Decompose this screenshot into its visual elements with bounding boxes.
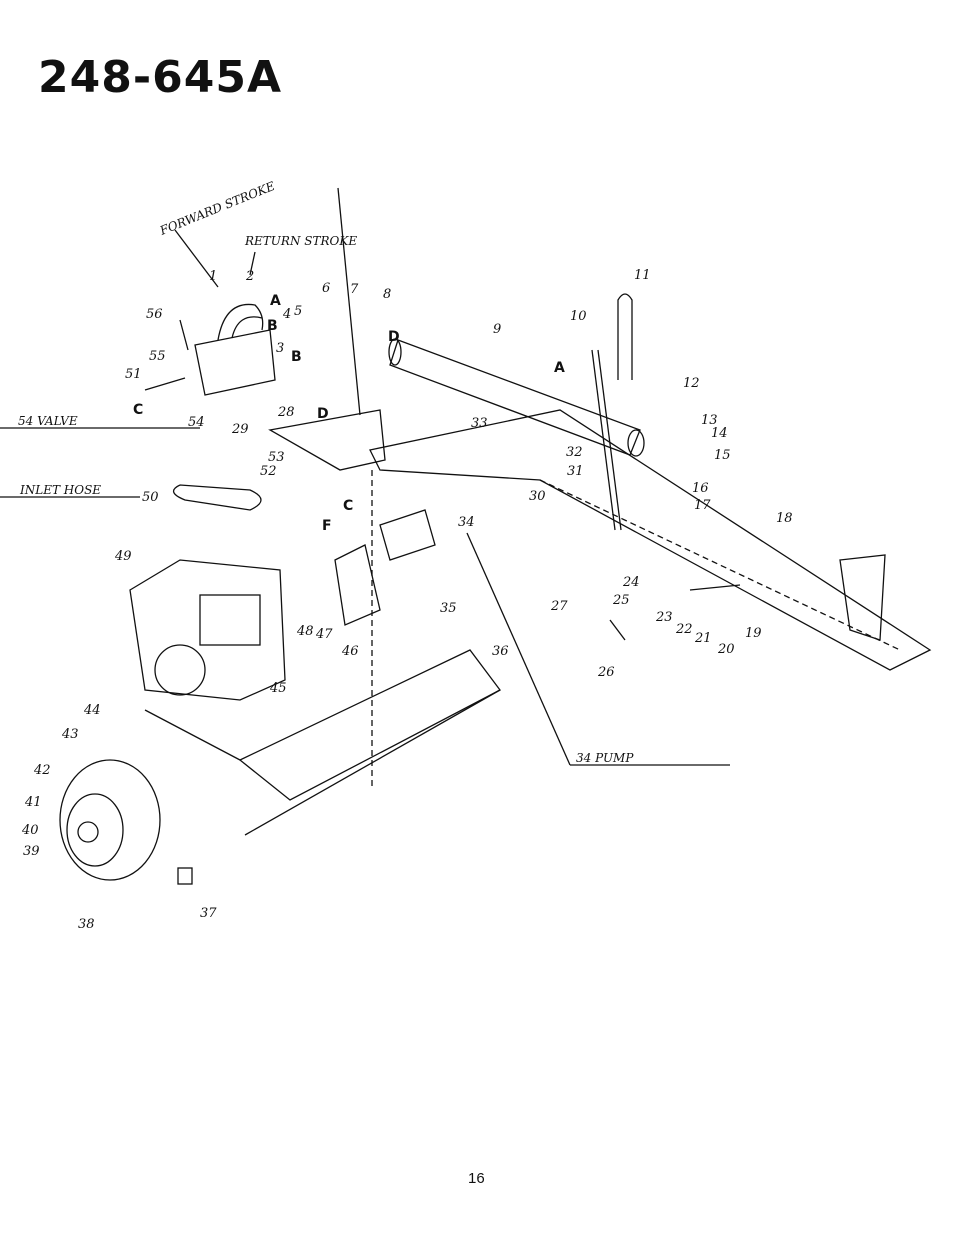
- callout-46: 46: [341, 644, 359, 659]
- callout-44: 44: [83, 703, 101, 718]
- callout-3: 3: [276, 341, 284, 356]
- callout-38: 38: [78, 917, 95, 932]
- callout-23: 23: [655, 610, 673, 625]
- callout-18: 18: [776, 511, 793, 526]
- callout-34: 34: [458, 515, 475, 530]
- callout-52: 52: [260, 464, 277, 479]
- valve-note: 54 VALVE: [18, 414, 78, 428]
- callout-9: 9: [493, 322, 501, 337]
- callout-39: 39: [23, 844, 40, 859]
- callout-51: 51: [125, 367, 142, 382]
- part-callouts: 1 2 3 4 5 6 7 8 9 10 11 12 13 14 15 16 1…: [21, 268, 793, 932]
- callout-54: 54: [188, 415, 205, 430]
- callout-21: 21: [694, 631, 712, 646]
- callout-37: 37: [200, 906, 217, 921]
- callout-12: 12: [683, 376, 700, 391]
- callout-14: 14: [711, 426, 728, 441]
- callout-36: 36: [492, 644, 509, 659]
- callout-43: 43: [61, 727, 79, 742]
- letter-c-2: C: [343, 498, 353, 514]
- callout-26: 26: [597, 665, 615, 680]
- callout-19: 19: [745, 626, 762, 641]
- callout-35: 35: [440, 601, 457, 616]
- letter-b-2: B: [291, 349, 302, 365]
- callout-15: 15: [714, 448, 731, 463]
- pump-note: 34 PUMP: [576, 751, 634, 765]
- callout-7: 7: [350, 282, 359, 297]
- callout-55: 55: [149, 349, 166, 364]
- callout-17: 17: [694, 498, 711, 513]
- letter-a-2: A: [554, 360, 565, 376]
- callout-33: 33: [471, 416, 488, 431]
- callout-2: 2: [245, 269, 254, 284]
- callout-41: 41: [24, 795, 42, 810]
- callout-22: 22: [675, 622, 693, 637]
- callout-56: 56: [146, 307, 163, 322]
- callout-27: 27: [550, 599, 568, 614]
- letter-f: F: [322, 518, 332, 534]
- letter-d-2: D: [317, 406, 329, 422]
- callout-29: 29: [231, 422, 249, 437]
- page-title: 248-645A: [38, 52, 283, 103]
- letter-d: D: [388, 329, 400, 345]
- callout-30: 30: [529, 489, 546, 504]
- inlet-hose-note: INLET HOSE: [19, 483, 101, 497]
- callout-48: 48: [296, 624, 314, 639]
- callout-50: 50: [142, 490, 159, 505]
- callout-47: 47: [315, 627, 333, 642]
- callout-32: 32: [566, 445, 583, 460]
- callout-20: 20: [717, 642, 735, 657]
- callout-1: 1: [209, 269, 217, 284]
- letter-c: C: [133, 402, 143, 418]
- connection-letters: A B C D F A B C D: [133, 293, 565, 534]
- callout-45: 45: [269, 681, 287, 696]
- callout-24: 24: [622, 575, 640, 590]
- callout-25: 25: [612, 593, 630, 608]
- callout-11: 11: [634, 268, 651, 283]
- callout-40: 40: [21, 823, 39, 838]
- callout-5: 5: [294, 304, 302, 319]
- return-stroke-note: RETURN STROKE: [244, 234, 357, 248]
- callout-16: 16: [692, 481, 709, 496]
- callout-4: 4: [282, 307, 291, 322]
- callout-6: 6: [322, 281, 330, 296]
- callout-31: 31: [567, 464, 584, 479]
- callout-28: 28: [277, 405, 295, 420]
- callout-13: 13: [701, 413, 718, 428]
- callout-10: 10: [570, 309, 587, 324]
- callout-8: 8: [383, 287, 391, 302]
- page-number: 16: [468, 1170, 485, 1187]
- letter-b: B: [267, 318, 278, 334]
- callout-53: 53: [268, 450, 285, 465]
- forward-stroke-note: FORWARD STROKE: [157, 179, 277, 238]
- letter-a: A: [270, 293, 281, 309]
- callout-49: 49: [114, 549, 132, 564]
- callout-42: 42: [33, 763, 51, 778]
